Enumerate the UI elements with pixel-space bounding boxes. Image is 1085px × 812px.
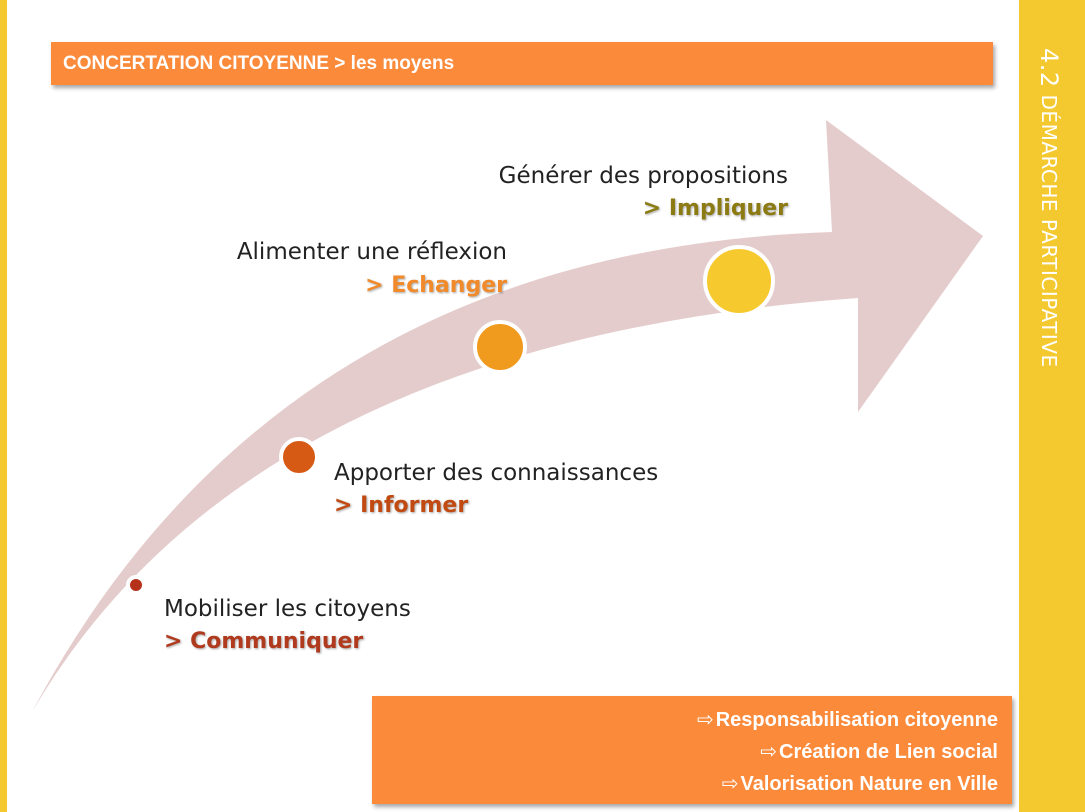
step-4-action: > Impliquer: [642, 196, 788, 221]
result-text: Valorisation Nature en Ville: [740, 773, 999, 795]
step-1-action: > Communiquer: [164, 629, 364, 654]
milestone-dot: [126, 575, 146, 595]
step-3-action: > Echanger: [365, 273, 507, 298]
step-2-label: Apporter des connaissances: [334, 460, 659, 486]
result-item: ⇨Responsabilisation citoyenne: [372, 704, 998, 736]
header-banner: CONCERTATION CITOYENNE > les moyens: [51, 42, 993, 85]
results-box: ⇨Responsabilisation citoyenne ⇨Création …: [372, 696, 1012, 804]
milestone-dot: [473, 320, 527, 374]
arrow-right-outline-icon: ⇨: [721, 773, 739, 795]
section-name: DÉMARCHE PARTICIPATIVE: [1037, 94, 1061, 368]
result-item: ⇨Création de Lien social: [372, 736, 998, 768]
milestone-dot: [279, 437, 319, 477]
step-2-action: > Informer: [334, 493, 469, 518]
result-text: Création de Lien social: [779, 741, 998, 763]
arrow-right-outline-icon: ⇨: [696, 709, 714, 731]
curved-arrow-shape: [32, 120, 983, 712]
step-3-label: Alimenter une réflexion: [236, 239, 507, 265]
step-4-label: Générer des propositions: [498, 163, 788, 189]
left-accent-bar: [0, 0, 7, 812]
result-item: ⇨Valorisation Nature en Ville: [372, 768, 998, 800]
result-text: Responsabilisation citoyenne: [715, 709, 998, 731]
arrow-right-outline-icon: ⇨: [760, 741, 778, 763]
step-1-label: Mobiliser les citoyens: [164, 596, 411, 622]
side-panel: [1019, 0, 1085, 812]
header-title: CONCERTATION CITOYENNE > les moyens: [63, 53, 455, 74]
section-number: 4.2: [1035, 48, 1063, 88]
section-title: 4.2 DÉMARCHE PARTICIPATIVE: [1035, 48, 1063, 368]
milestone-dot: [703, 245, 775, 317]
